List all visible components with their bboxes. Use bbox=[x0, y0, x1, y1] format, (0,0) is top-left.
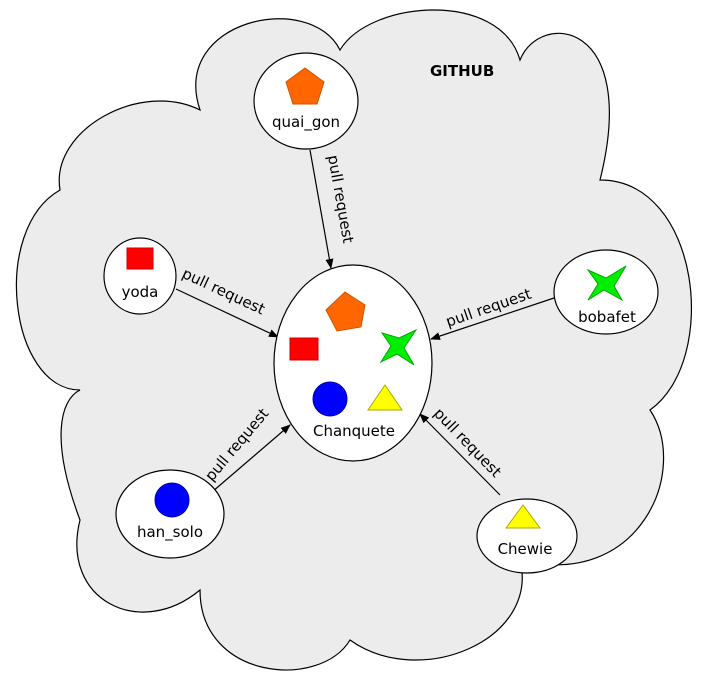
node-label-bobafet: bobafet bbox=[578, 308, 636, 326]
edge-bobafet bbox=[430, 297, 555, 340]
edge-quai-gon bbox=[309, 149, 334, 269]
square-icon bbox=[126, 247, 154, 270]
cloud-title: GITHUB bbox=[430, 62, 494, 80]
square-icon bbox=[289, 337, 319, 361]
triangle-icon bbox=[367, 384, 403, 411]
edge-chewie bbox=[419, 413, 501, 496]
pentagon-icon bbox=[325, 291, 366, 332]
star-icon bbox=[586, 265, 627, 302]
node-chanquete[interactable]: Chanquete bbox=[273, 264, 433, 462]
node-label-quai-gon: quai_gon bbox=[272, 113, 340, 132]
node-label-chewie: Chewie bbox=[498, 540, 553, 558]
circle-icon bbox=[312, 381, 348, 417]
circle-icon bbox=[154, 482, 190, 518]
node-label-chanquete: Chanquete bbox=[313, 422, 395, 440]
node-yoda[interactable]: yoda bbox=[103, 237, 177, 315]
node-quai-gon[interactable]: quai_gon bbox=[253, 52, 359, 150]
node-label-yoda: yoda bbox=[122, 283, 159, 301]
node-han-solo[interactable]: han_solo bbox=[115, 469, 225, 559]
star-icon bbox=[379, 328, 418, 366]
node-chewie[interactable]: Chewie bbox=[476, 498, 578, 574]
pentagon-icon bbox=[285, 67, 325, 105]
edge-yoda bbox=[175, 288, 279, 338]
node-bobafet[interactable]: bobafet bbox=[553, 249, 659, 335]
edges bbox=[175, 149, 555, 496]
triangle-icon bbox=[505, 504, 541, 529]
edge-han-solo bbox=[211, 424, 291, 493]
node-label-han-solo: han_solo bbox=[137, 523, 203, 542]
